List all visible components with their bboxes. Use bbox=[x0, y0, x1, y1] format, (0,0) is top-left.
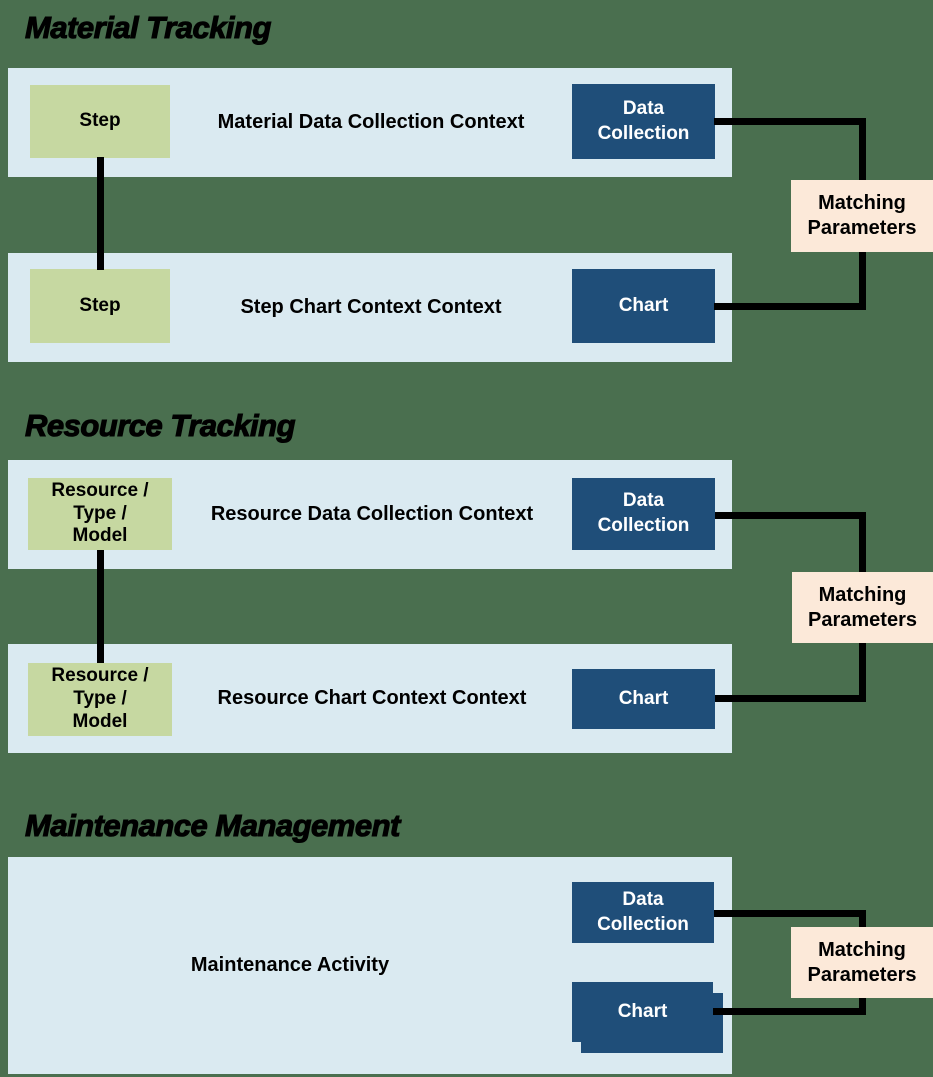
section-title-maintenance-management: Maintenance Management bbox=[24, 807, 400, 843]
data-collection-box: Data Collection bbox=[572, 478, 715, 550]
context-label: Resource Chart Context Context bbox=[217, 687, 527, 709]
connector-line bbox=[715, 512, 866, 519]
connector-line bbox=[714, 910, 866, 917]
connector-line bbox=[713, 1008, 866, 1015]
entity-box-resource-type-model: Resource / Type / Model bbox=[28, 663, 172, 736]
context-label: Step Chart Context Context bbox=[240, 296, 502, 318]
context-label: Material Data Collection Context bbox=[217, 111, 525, 133]
entity-box-step: Step bbox=[30, 85, 170, 158]
connector-line bbox=[97, 157, 104, 270]
entity-box-step: Step bbox=[30, 269, 170, 343]
matching-parameters-box: Matching Parameters bbox=[791, 180, 933, 252]
data-collection-box: Data Collection bbox=[572, 882, 714, 943]
chart-box: Chart bbox=[572, 982, 713, 1042]
chart-box: Chart bbox=[572, 269, 715, 343]
connector-line bbox=[715, 695, 866, 702]
connector-line bbox=[97, 550, 104, 663]
data-collection-box: Data Collection bbox=[572, 84, 715, 159]
context-label: Resource Data Collection Context bbox=[210, 503, 534, 525]
connector-line bbox=[714, 303, 866, 310]
chart-box: Chart bbox=[572, 669, 715, 729]
matching-parameters-box: Matching Parameters bbox=[792, 572, 933, 643]
section-title-resource-tracking: Resource Tracking bbox=[24, 407, 296, 443]
section-title-material-tracking: Material Tracking bbox=[24, 9, 272, 45]
connector-line bbox=[714, 118, 866, 125]
matching-parameters-box: Matching Parameters bbox=[791, 927, 933, 998]
entity-box-resource-type-model: Resource / Type / Model bbox=[28, 478, 172, 550]
context-label: Maintenance Activity bbox=[190, 954, 390, 976]
